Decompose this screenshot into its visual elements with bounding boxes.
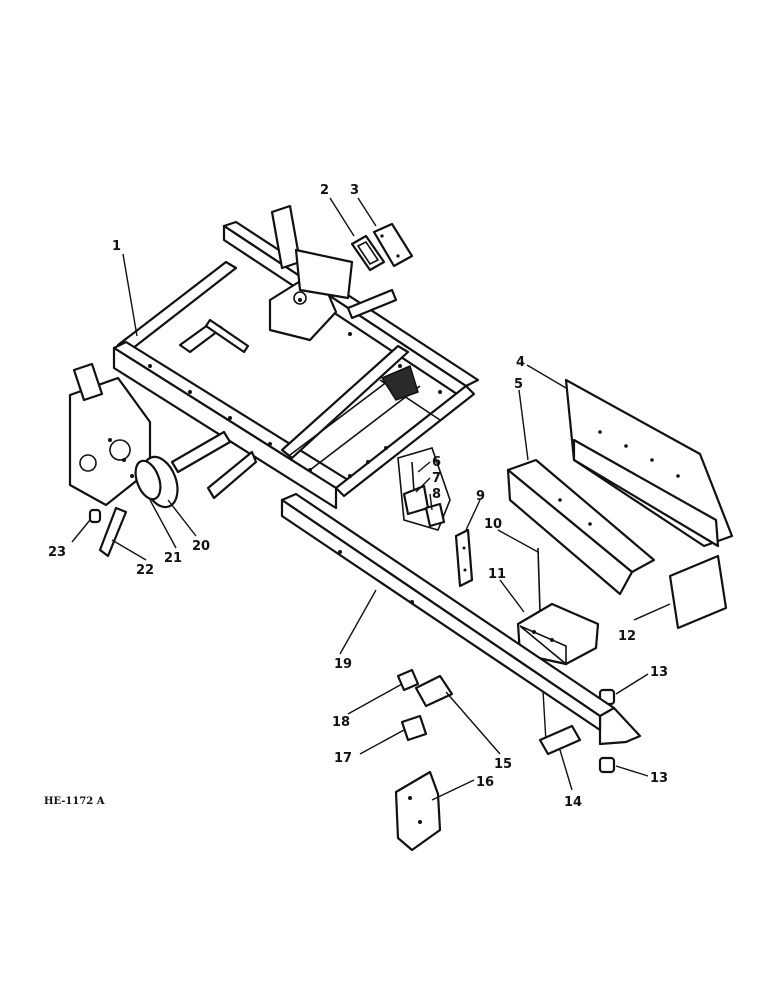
gasket	[350, 234, 386, 272]
callout-23: 23	[48, 545, 66, 560]
callout-22: 22	[136, 563, 154, 578]
small-parts	[88, 455, 179, 558]
long-beam	[280, 492, 616, 732]
callout-6: 6	[432, 455, 441, 470]
callout-4: 4	[516, 355, 525, 370]
callout-8: 8	[432, 487, 441, 502]
hardware-group	[397, 447, 451, 531]
bracket	[454, 528, 474, 588]
callout-19: 19	[334, 657, 352, 672]
frame-holes	[108, 298, 442, 478]
callout-3: 3	[350, 183, 359, 198]
clip	[538, 724, 582, 756]
end-plate	[668, 554, 728, 630]
cover-plate	[372, 222, 414, 268]
callout-12: 12	[618, 629, 636, 644]
callout-13-bottom: 13	[650, 771, 668, 786]
bracket-set	[394, 668, 454, 852]
callout-16: 16	[476, 775, 494, 790]
callout-11: 11	[488, 567, 506, 582]
callout-14: 14	[564, 795, 582, 810]
main-frame	[68, 204, 480, 510]
callout-labels: 1 2 3 4 5 6 7 8 9 10 11 12 13 13 14 15 1…	[48, 183, 668, 810]
channel	[506, 458, 656, 596]
callout-17: 17	[334, 751, 352, 766]
callout-7: 7	[432, 471, 441, 486]
drawing-code: HE-1172 A	[44, 796, 105, 807]
shield	[564, 378, 734, 548]
callout-5: 5	[514, 377, 523, 392]
leader-lines	[71, 197, 671, 801]
callout-21: 21	[164, 551, 182, 566]
callout-1: 1	[112, 239, 121, 254]
callout-13-top: 13	[650, 665, 668, 680]
callout-10: 10	[484, 517, 502, 532]
callout-2: 2	[320, 183, 329, 198]
callout-20: 20	[192, 539, 210, 554]
callout-15: 15	[494, 757, 512, 772]
callout-18: 18	[332, 715, 350, 730]
callout-9: 9	[476, 489, 485, 504]
